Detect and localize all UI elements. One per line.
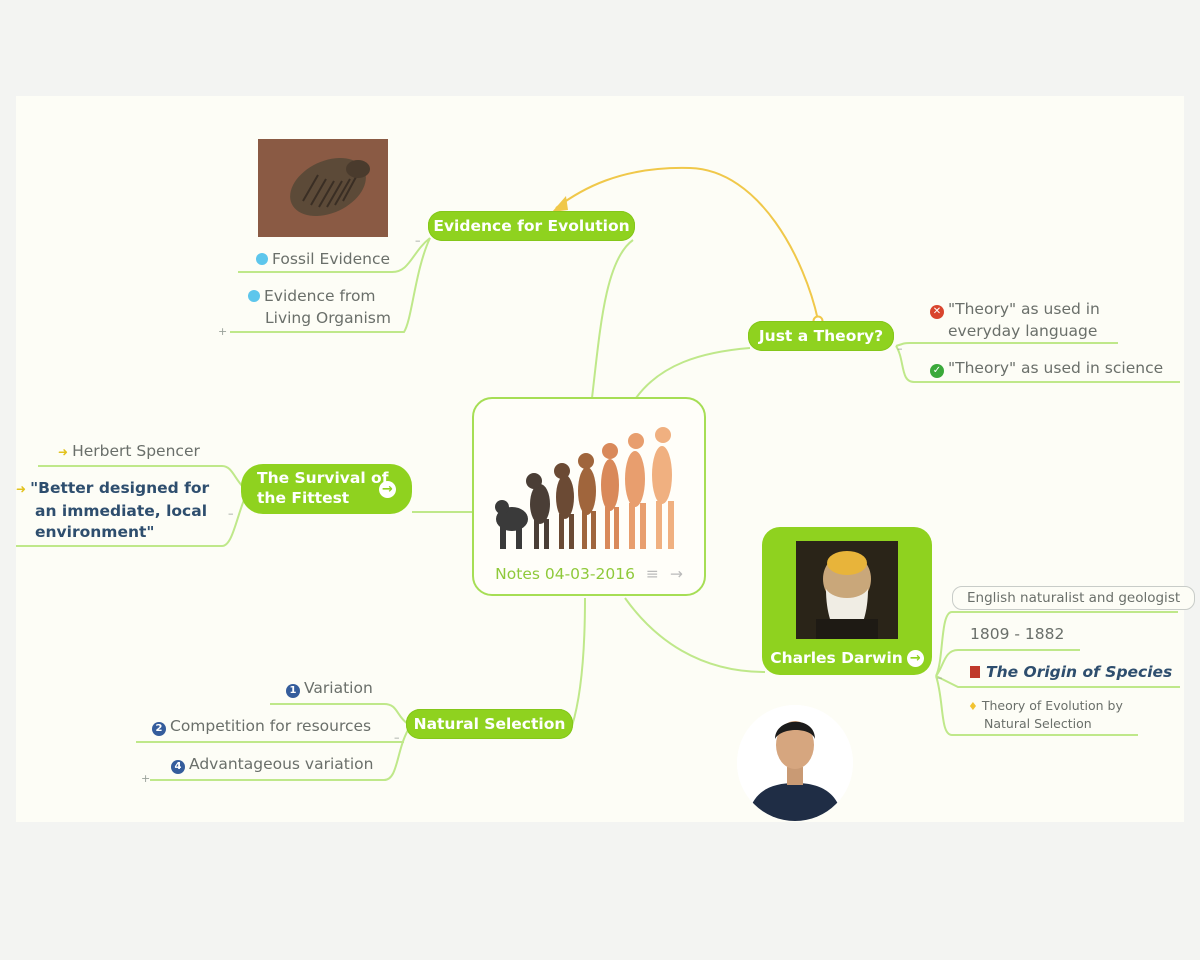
fossil-evidence-item[interactable]: Fossil Evidence [256, 248, 390, 270]
theory-everyday-item[interactable]: ✕"Theory" as used in everyday language [930, 298, 1100, 342]
evolution-march-image [495, 427, 674, 549]
collapse-toggle[interactable]: – [228, 507, 234, 520]
collapse-toggle[interactable]: – [394, 731, 400, 744]
fossil-image [258, 139, 388, 237]
central-node[interactable]: Notes 04-03-2016 ≡ → [472, 397, 706, 596]
red-x-icon: ✕ [930, 305, 944, 319]
natural-selection-node[interactable]: Natural Selection [406, 709, 573, 739]
green-check-icon: ✓ [930, 364, 944, 378]
yellow-arrow-icon: ➜ [16, 482, 27, 496]
bulb-icon: ♦ [968, 700, 978, 713]
menu-lines-icon[interactable]: ≡ [645, 565, 659, 583]
circle-arrow-icon[interactable]: → [906, 650, 924, 667]
number-badge-icon: 2 [152, 722, 166, 736]
better-designed-quote[interactable]: ➜"Better designed for an immediate, loca… [16, 479, 210, 541]
herbert-spencer-item[interactable]: ➜Herbert Spencer [58, 442, 200, 460]
bullet-dot-icon [248, 290, 260, 302]
theory-science-item[interactable]: ✓"Theory" as used in science [930, 357, 1163, 379]
origin-of-species-item[interactable]: The Origin of Species [970, 661, 1172, 683]
years-item[interactable]: 1809 - 1882 [970, 625, 1065, 643]
circle-arrow-icon[interactable]: → [379, 481, 396, 498]
collapse-toggle[interactable]: – [897, 342, 903, 355]
arrow-right-icon[interactable]: → [669, 565, 683, 583]
theory-of-evolution-item[interactable]: ♦Theory of Evolution by Natural Selectio… [968, 698, 1123, 731]
darwin-portrait-image [796, 541, 898, 639]
number-badge-icon: 1 [286, 684, 300, 698]
naturalist-geologist-item[interactable]: English naturalist and geologist [952, 586, 1196, 610]
survival-of-the-fittest-node[interactable]: The Survival of the Fittest → [241, 464, 412, 514]
evidence-for-evolution-node[interactable]: Evidence for Evolution [428, 211, 635, 241]
bullet-dot-icon [256, 253, 268, 265]
expand-toggle[interactable]: + [218, 325, 228, 338]
book-icon [970, 666, 980, 678]
collapse-toggle[interactable]: – [937, 671, 943, 684]
number-badge-icon: 4 [171, 760, 185, 774]
collapse-toggle[interactable]: – [415, 234, 421, 247]
yellow-arrow-icon: ➜ [58, 445, 69, 459]
expand-toggle[interactable]: + [141, 772, 151, 785]
charles-darwin-node[interactable]: Charles Darwin→ [762, 527, 932, 675]
avatar [737, 705, 853, 821]
just-a-theory-node[interactable]: Just a Theory? [748, 321, 894, 351]
living-organism-item[interactable]: Evidence from Living Organism [248, 285, 391, 329]
central-title: Notes 04-03-2016 [495, 565, 635, 583]
